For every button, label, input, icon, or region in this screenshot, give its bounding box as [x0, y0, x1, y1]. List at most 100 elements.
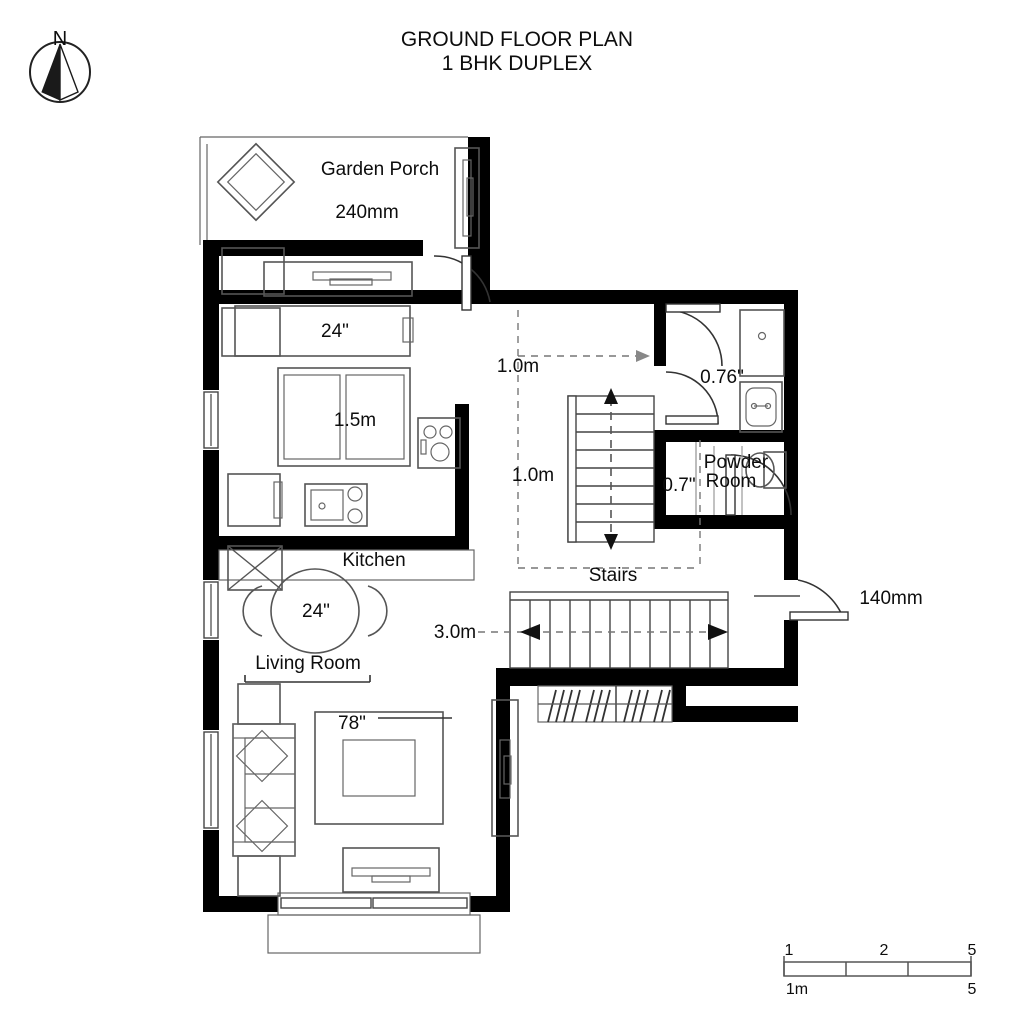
window-left-3: [203, 731, 219, 829]
compass-circle: [29, 41, 91, 103]
railing-hatch: [537, 685, 673, 723]
side-table-top: [237, 683, 281, 725]
stair-run-lower: [509, 591, 729, 669]
dimarrow-corridor-h: [636, 350, 650, 362]
windows: [203, 147, 480, 829]
scale-tick-5: 5: [968, 942, 977, 959]
drawing-title-line1: GROUND FLOOR PLAN: [401, 28, 633, 51]
label-stairs: Stairs: [589, 565, 638, 586]
scale-tick-1: 1: [785, 942, 794, 959]
label-door-powder-lower: 0.7": [662, 475, 695, 496]
counter-block-lower: [221, 307, 281, 357]
label-counter-depth-top: 24": [321, 321, 349, 342]
walls: [199, 136, 798, 912]
scale-label-left: 1m: [786, 981, 808, 998]
north-arrow: N: [29, 28, 91, 103]
washbasin: [739, 381, 783, 433]
label-table-diameter: 24": [302, 601, 330, 622]
north-label: N: [53, 28, 67, 50]
window-left-1: [203, 391, 219, 449]
stair-arrow-down: [604, 534, 618, 550]
counter-knob: [402, 317, 414, 343]
wall-powder-left-lower: [654, 442, 666, 527]
dining-set: [242, 568, 388, 654]
label-door-powder-upper: 0.76": [700, 367, 744, 388]
bed: [277, 367, 411, 467]
nightstand-handle: [273, 481, 283, 519]
tv-console: [342, 847, 440, 893]
compass-needle-right: [59, 43, 79, 102]
wall-powder-left-upper: [654, 304, 666, 366]
porch-outline: [199, 136, 468, 245]
compass-needle-left: [41, 43, 61, 101]
doors[interactable]: [433, 255, 849, 621]
wall-powder-mid: [654, 430, 786, 442]
dimarrow-stair-right: [708, 624, 728, 640]
wall-stairwing-bottom-left: [496, 668, 686, 686]
window-left-2: [203, 581, 219, 639]
living-room-furniture: [232, 683, 519, 897]
dimension-lines: [244, 310, 728, 719]
plan-labels: Garden Porch 240mm 24" 1.5m 1.0m 1.0m 0.…: [255, 159, 922, 734]
counter-block-upper: [221, 247, 285, 295]
wall-left-seg1: [203, 240, 219, 390]
wall-bedroom-top-inner: [203, 290, 490, 304]
counter-run-upper: [263, 261, 413, 297]
nightstand: [227, 473, 281, 527]
wall-kitchen-bottom: [203, 536, 469, 550]
wall-left-seg2: [203, 450, 219, 580]
label-sofa-length: 78": [338, 713, 366, 734]
door-powder-lobby[interactable]: [665, 303, 723, 367]
label-powder-room-line2: Room: [706, 471, 757, 492]
dimarrow-stair-left: [520, 624, 540, 640]
wall-left-seg3: [203, 640, 219, 730]
area-rug: [314, 711, 444, 825]
bedroom-kitchen-fixtures: [218, 247, 475, 591]
dining-chair-right: [367, 585, 388, 637]
title-block: GROUND FLOOR PLAN 1 BHK DUPLEX: [401, 28, 633, 75]
scale-bar: 1 2 5 1m 5: [783, 942, 977, 998]
wall-stairwing-top: [468, 290, 798, 304]
label-bed-width: 1.5m: [334, 410, 376, 431]
wall-kitchen-right: [455, 404, 469, 549]
wall-living-right: [496, 680, 510, 902]
label-corridor-horizontal: 1.0m: [497, 356, 539, 377]
counter-sink-upper: [312, 271, 392, 281]
wall-bedroom-top: [203, 240, 423, 256]
kitchen-counter-run: [218, 549, 475, 581]
wall-powder-bottom: [654, 515, 786, 529]
window-porch-right: [454, 147, 480, 249]
side-table-bottom: [237, 855, 281, 897]
toilet: [713, 446, 787, 515]
cooktop: [417, 417, 461, 469]
door-porch-entry[interactable]: [433, 255, 491, 311]
porch-chair: [216, 142, 296, 222]
porch-furniture: [216, 142, 296, 222]
sofa: [232, 723, 296, 857]
wall-hatch-bottom: [672, 706, 798, 722]
label-living-room: Living Room: [255, 653, 361, 674]
wall-right-lower: [784, 620, 798, 680]
stair-run-upper: [567, 388, 655, 550]
counter-run-lower: [234, 305, 411, 357]
wall-left-seg4: [203, 830, 219, 910]
wall-bottom-left: [203, 896, 278, 912]
wall-stairwing-bottom-right: [672, 668, 798, 686]
kitchen-cabinet-x: [227, 545, 283, 591]
dining-table: [270, 568, 360, 654]
scale-label-right: 5: [968, 981, 977, 998]
living-room-extension-line: [244, 675, 371, 683]
label-powder-room-line1: Powder: [704, 452, 769, 473]
label-garden-porch: Garden Porch: [321, 159, 439, 180]
powder-room-fixtures: [695, 309, 787, 515]
counter-basin-upper: [329, 278, 373, 286]
sliding-patio-door[interactable]: [267, 892, 481, 954]
tall-cabinet: [491, 699, 519, 837]
label-stair-run-width: 3.0m: [434, 622, 476, 643]
door-powder-inner[interactable]: [665, 371, 719, 425]
label-kitchen: Kitchen: [342, 550, 405, 571]
label-wall-thickness-porch: 240mm: [335, 202, 398, 223]
door-exterior-right[interactable]: [754, 579, 849, 621]
bath-tray: [739, 309, 785, 377]
